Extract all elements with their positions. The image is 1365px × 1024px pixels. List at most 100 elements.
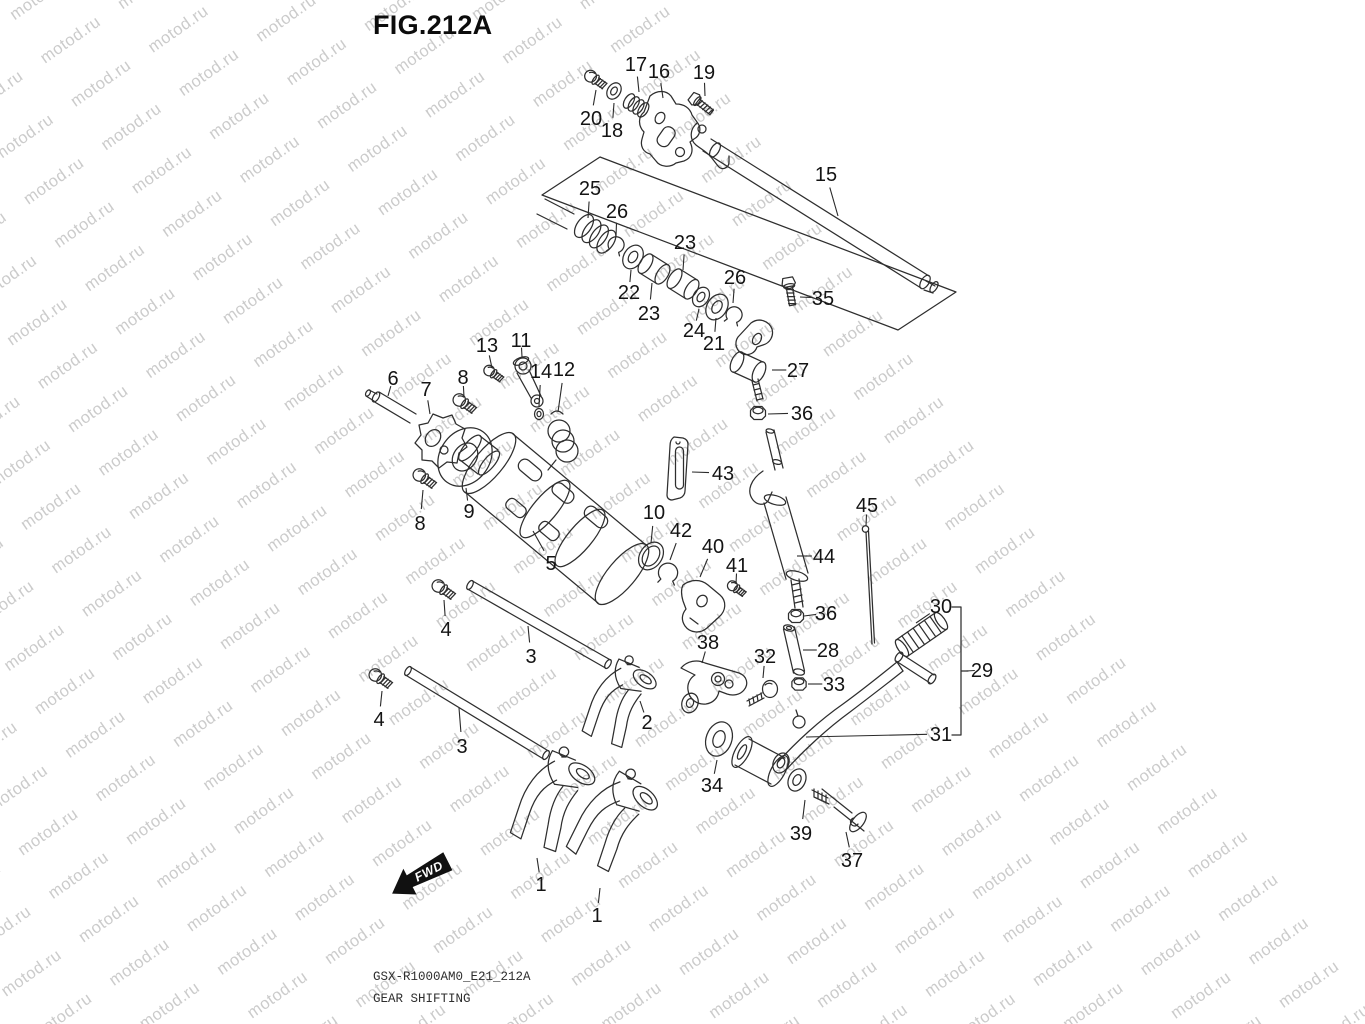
part-label-39-48: 39 (790, 800, 812, 845)
part-label-21-14: 21 (703, 318, 725, 355)
part-label-3-45: 3 (456, 708, 468, 758)
part-label-36-34: 36 (804, 603, 837, 625)
fork-shaft-3b (403, 665, 550, 760)
stopper-43 (667, 437, 688, 500)
needle-45 (862, 526, 874, 644)
part-label-10-28: 10 (643, 502, 665, 543)
svg-text:44: 44 (813, 546, 835, 568)
fork-shaft-3a (465, 579, 612, 669)
assembly-box (542, 157, 956, 330)
part-label-25-6: 25 (579, 178, 601, 218)
svg-text:14: 14 (530, 361, 552, 383)
spring-12 (548, 411, 578, 470)
svg-text:13: 13 (476, 335, 498, 357)
svg-text:19: 19 (693, 62, 715, 84)
washer-21 (700, 289, 734, 325)
svg-text:21: 21 (703, 333, 725, 355)
link-arm-38 (679, 661, 747, 715)
svg-text:23: 23 (674, 232, 696, 254)
svg-text:10: 10 (643, 502, 665, 524)
part-label-29-39: 29 (966, 660, 993, 682)
pawl-11 (512, 355, 543, 407)
bolt-37 (812, 789, 869, 834)
svg-text:3: 3 (525, 646, 536, 668)
bolt-32 (747, 681, 778, 707)
svg-text:11: 11 (511, 330, 532, 352)
svg-text:45: 45 (856, 495, 878, 517)
svg-text:23: 23 (638, 303, 660, 325)
part-label-45-33: 45 (856, 495, 878, 526)
shift-shaft-15 (691, 123, 940, 294)
nut-33 (791, 677, 807, 691)
snap-ring-42 (655, 560, 680, 587)
screw-13 (481, 362, 506, 385)
svg-text:15: 15 (815, 164, 837, 186)
part-label-44-32: 44 (797, 546, 835, 568)
part-label-2-43: 2 (640, 701, 653, 734)
washer-9 (427, 417, 504, 496)
ball-stud-31 (793, 710, 805, 728)
svg-text:25: 25 (579, 178, 601, 200)
svg-text:7: 7 (420, 379, 431, 401)
svg-text:29: 29 (971, 660, 993, 682)
nut-36b (787, 608, 805, 624)
svg-text:5: 5 (545, 553, 556, 575)
part-label-1-51: 1 (591, 888, 603, 927)
screw-4b (366, 665, 395, 692)
svg-text:43: 43 (712, 463, 734, 485)
svg-text:16: 16 (648, 61, 670, 83)
pedal-rubber-30 (893, 611, 950, 659)
part-label-30-37: 30 (916, 596, 952, 623)
svg-text:24: 24 (683, 320, 705, 342)
washer-39a (769, 749, 793, 777)
lever-pivot-boss (728, 734, 792, 790)
part-label-26-7: 26 (606, 201, 628, 237)
screw-8b (410, 465, 439, 492)
part-label-11-17: 11 (511, 330, 532, 357)
svg-text:36: 36 (791, 403, 813, 425)
svg-text:34: 34 (701, 775, 723, 797)
part-label-37-49: 37 (841, 832, 863, 872)
spring-25 (537, 199, 621, 258)
svg-text:26: 26 (724, 267, 746, 289)
svg-text:4: 4 (440, 619, 451, 641)
part-label-35-13: 35 (800, 288, 834, 310)
svg-text:9: 9 (463, 501, 474, 523)
shift-lever-29 (778, 651, 938, 770)
part-label-24-11: 24 (683, 309, 705, 342)
svg-text:4: 4 (373, 709, 384, 731)
part-label-36-23: 36 (768, 403, 813, 425)
part-label-1-50: 1 (535, 858, 547, 896)
svg-text:18: 18 (601, 120, 623, 142)
part-label-4-44: 4 (373, 691, 385, 731)
part-label-8-26: 8 (414, 490, 426, 535)
svg-text:28: 28 (817, 640, 839, 662)
washer-24 (688, 283, 714, 311)
label-bracket-29 (952, 607, 968, 735)
svg-text:2: 2 (641, 712, 652, 734)
arm-27 (727, 320, 772, 401)
svg-text:27: 27 (787, 360, 809, 382)
part-label-41-31: 41 (726, 555, 748, 584)
footer-figure-name: GEAR SHIFTING (373, 992, 471, 1006)
retainer-40 (682, 581, 725, 632)
pin-6 (364, 389, 416, 423)
part-label-3-36: 3 (525, 626, 537, 668)
screw-4a (429, 576, 458, 603)
part-label-32-41: 32 (754, 646, 776, 678)
svg-text:22: 22 (618, 282, 640, 304)
svg-text:1: 1 (591, 905, 602, 927)
svg-text:8: 8 (457, 367, 468, 389)
svg-text:8: 8 (414, 513, 425, 535)
part-label-7-21: 7 (420, 379, 432, 414)
part-label-20-3: 20 (580, 90, 602, 130)
svg-text:36: 36 (815, 603, 837, 625)
part-label-13-16: 13 (476, 335, 498, 368)
washer-34 (699, 717, 739, 761)
shift-arm-44 (750, 428, 809, 608)
svg-text:12: 12 (553, 359, 575, 381)
part-label-4-35: 4 (440, 600, 452, 641)
figure-title: FIG.212A (373, 10, 493, 40)
rod-28 (783, 624, 805, 676)
svg-text:17: 17 (625, 54, 647, 76)
